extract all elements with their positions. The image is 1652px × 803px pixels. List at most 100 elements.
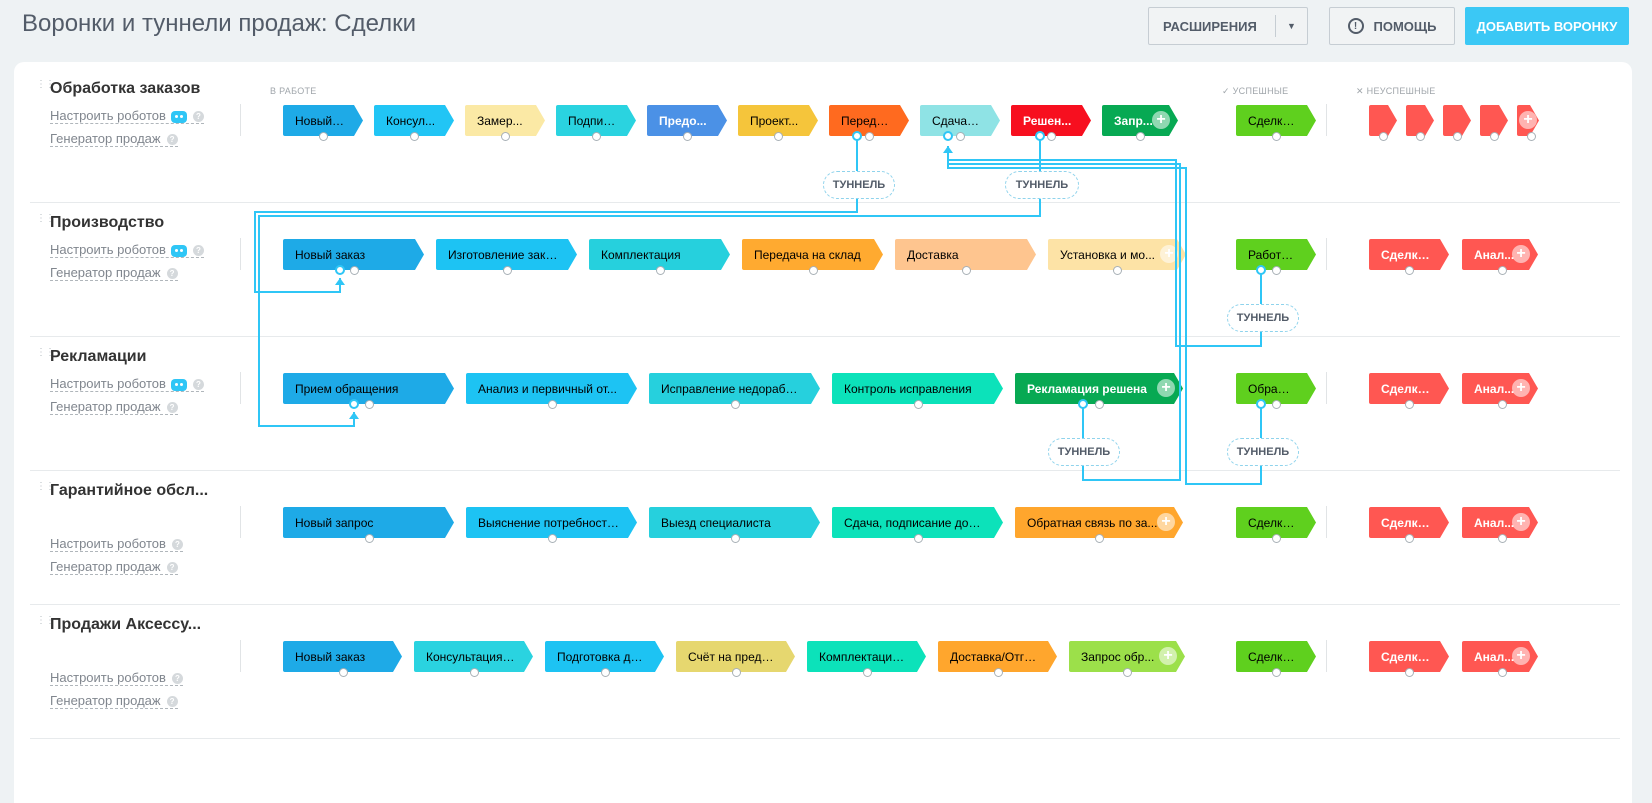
- stage-connector-dot[interactable]: [338, 668, 348, 677]
- pipeline-stage[interactable]: Доставка/Отгр...: [938, 641, 1057, 672]
- pipeline-stage[interactable]: Сдача, ...: [920, 105, 1000, 136]
- sales-generator-link[interactable]: Генератор продаж?: [50, 399, 178, 415]
- add-stage-icon[interactable]: +: [1157, 379, 1175, 397]
- stage-connector-dot[interactable]: [1498, 668, 1507, 677]
- stage-connector-dot[interactable]: [1113, 266, 1122, 275]
- stage-connector-dot[interactable]: [1405, 534, 1414, 543]
- help-hint-icon[interactable]: ?: [166, 696, 178, 708]
- success-stage[interactable]: Сделка ...: [1236, 105, 1316, 136]
- stage-connector-dot[interactable]: [1272, 400, 1281, 409]
- stage-connector-dot[interactable]: [1272, 266, 1281, 275]
- help-hint-icon[interactable]: ?: [166, 562, 178, 574]
- fail-stage[interactable]: Сделка ...: [1369, 507, 1449, 538]
- stage-connector-dot[interactable]: [1527, 132, 1536, 141]
- tunnel-badge[interactable]: ТУННЕЛЬ: [823, 171, 895, 199]
- stage-connector-dot[interactable]: [774, 132, 783, 141]
- add-stage-icon[interactable]: +: [1512, 245, 1530, 263]
- stage-connector-dot[interactable]: [956, 132, 965, 141]
- pipeline-stage[interactable]: Предо...: [647, 105, 727, 136]
- stage-connector-dot[interactable]: [364, 400, 374, 409]
- add-stage-icon[interactable]: +: [1512, 513, 1530, 531]
- stage-connector-dot[interactable]: [913, 534, 923, 543]
- help-hint-icon[interactable]: ?: [192, 111, 204, 123]
- stage-connector-dot[interactable]: [1047, 132, 1056, 141]
- pipeline-stage[interactable]: Замер...: [465, 105, 545, 136]
- stage-connector-dot[interactable]: [1416, 132, 1425, 141]
- success-stage[interactable]: Сделка ...: [1236, 507, 1316, 538]
- stage-connector-dot[interactable]: [1136, 132, 1145, 141]
- stage-connector-dot[interactable]: [730, 400, 740, 409]
- add-stage-icon[interactable]: +: [1160, 245, 1178, 263]
- stage-connector-dot[interactable]: [1272, 534, 1281, 543]
- stage-connector-dot[interactable]: [865, 132, 874, 141]
- funnel-title[interactable]: Продажи Аксессу...: [50, 616, 202, 633]
- stage-connector-dot[interactable]: [410, 132, 419, 141]
- configure-robots-link[interactable]: Настроить роботов?: [50, 376, 204, 392]
- pipeline-stage[interactable]: Подготовка до...: [545, 641, 664, 672]
- stage-connector-dot[interactable]: [655, 266, 665, 275]
- stage-connector-dot[interactable]: [730, 534, 740, 543]
- help-hint-icon[interactable]: ?: [171, 539, 183, 551]
- configure-robots-link[interactable]: Настроить роботов?: [50, 536, 183, 552]
- pipeline-stage[interactable]: Подпис...: [556, 105, 636, 136]
- stage-connector-dot[interactable]: [319, 132, 328, 141]
- help-hint-icon[interactable]: ?: [166, 402, 178, 414]
- funnel-title[interactable]: Производство: [50, 214, 165, 231]
- fail-stage[interactable]: Сделка ...: [1369, 373, 1449, 404]
- stage-connector-dot[interactable]: [1095, 400, 1104, 409]
- pipeline-stage[interactable]: Новый заказ: [283, 641, 402, 672]
- stage-connector-dot[interactable]: [600, 668, 610, 677]
- pipeline-stage[interactable]: Сдача, подписание доку...: [832, 507, 1003, 538]
- help-hint-icon[interactable]: ?: [166, 268, 178, 280]
- success-stage[interactable]: Сделка ...: [1236, 641, 1316, 672]
- pipeline-stage[interactable]: Решен...: [1011, 105, 1091, 136]
- pipeline-stage[interactable]: Выяснение потребностей: [466, 507, 637, 538]
- drag-handle-icon[interactable]: ⋮⋮: [36, 615, 55, 626]
- pipeline-stage[interactable]: Проект...: [738, 105, 818, 136]
- pipeline-stage[interactable]: Обратная связь по за...: [1015, 507, 1183, 538]
- pipeline-stage[interactable]: Новый ...: [283, 105, 363, 136]
- stage-connector-dot[interactable]: [1123, 668, 1132, 677]
- pipeline-stage[interactable]: Счёт на предо...: [676, 641, 795, 672]
- stage-connector-dot[interactable]: [502, 266, 512, 275]
- pipeline-stage[interactable]: Новый запрос: [283, 507, 454, 538]
- stage-connector-dot[interactable]: [1498, 534, 1507, 543]
- pipeline-stage[interactable]: Переда...: [829, 105, 909, 136]
- stage-connector-dot[interactable]: [1405, 266, 1414, 275]
- stage-connector-dot[interactable]: [547, 534, 557, 543]
- sales-generator-link[interactable]: Генератор продаж?: [50, 693, 178, 709]
- stage-connector-dot[interactable]: [1498, 400, 1507, 409]
- drag-handle-icon[interactable]: ⋮⋮: [36, 213, 55, 224]
- drag-handle-icon[interactable]: ⋮⋮: [36, 481, 55, 492]
- sales-generator-link[interactable]: Генератор продаж?: [50, 131, 178, 147]
- stage-connector-dot[interactable]: [683, 132, 692, 141]
- configure-robots-link[interactable]: Настроить роботов?: [50, 670, 183, 686]
- stage-connector-dot[interactable]: [592, 132, 601, 141]
- stage-connector-dot[interactable]: [862, 668, 872, 677]
- help-hint-icon[interactable]: ?: [171, 673, 183, 685]
- add-stage-icon[interactable]: +: [1152, 111, 1170, 129]
- fail-stage[interactable]: Сделка ...: [1369, 641, 1449, 672]
- fail-stage[interactable]: Сделка ...: [1369, 239, 1449, 270]
- drag-handle-icon[interactable]: ⋮⋮: [36, 347, 55, 358]
- help-hint-icon[interactable]: ?: [166, 134, 178, 146]
- help-hint-icon[interactable]: ?: [192, 245, 204, 257]
- stage-connector-dot[interactable]: [469, 668, 479, 677]
- sales-generator-link[interactable]: Генератор продаж?: [50, 265, 178, 281]
- tunnel-badge[interactable]: ТУННЕЛЬ: [1048, 438, 1120, 466]
- stage-connector-dot[interactable]: [349, 266, 359, 275]
- drag-handle-icon[interactable]: ⋮⋮: [36, 79, 55, 90]
- add-stage-icon[interactable]: +: [1519, 111, 1537, 129]
- tunnel-badge[interactable]: ТУННЕЛЬ: [1227, 304, 1299, 332]
- stage-connector-dot[interactable]: [961, 266, 971, 275]
- stage-connector-dot[interactable]: [731, 668, 741, 677]
- extensions-button[interactable]: РАСШИРЕНИЯ ▼: [1148, 7, 1308, 45]
- help-button[interactable]: ! ПОМОЩЬ: [1329, 7, 1455, 45]
- stage-connector-dot[interactable]: [364, 534, 374, 543]
- pipeline-stage[interactable]: Комплектация...: [807, 641, 926, 672]
- stage-connector-dot[interactable]: [1498, 266, 1507, 275]
- pipeline-stage[interactable]: Консул...: [374, 105, 454, 136]
- add-stage-icon[interactable]: +: [1512, 647, 1530, 665]
- add-stage-icon[interactable]: +: [1159, 647, 1177, 665]
- stage-connector-dot[interactable]: [1379, 132, 1388, 141]
